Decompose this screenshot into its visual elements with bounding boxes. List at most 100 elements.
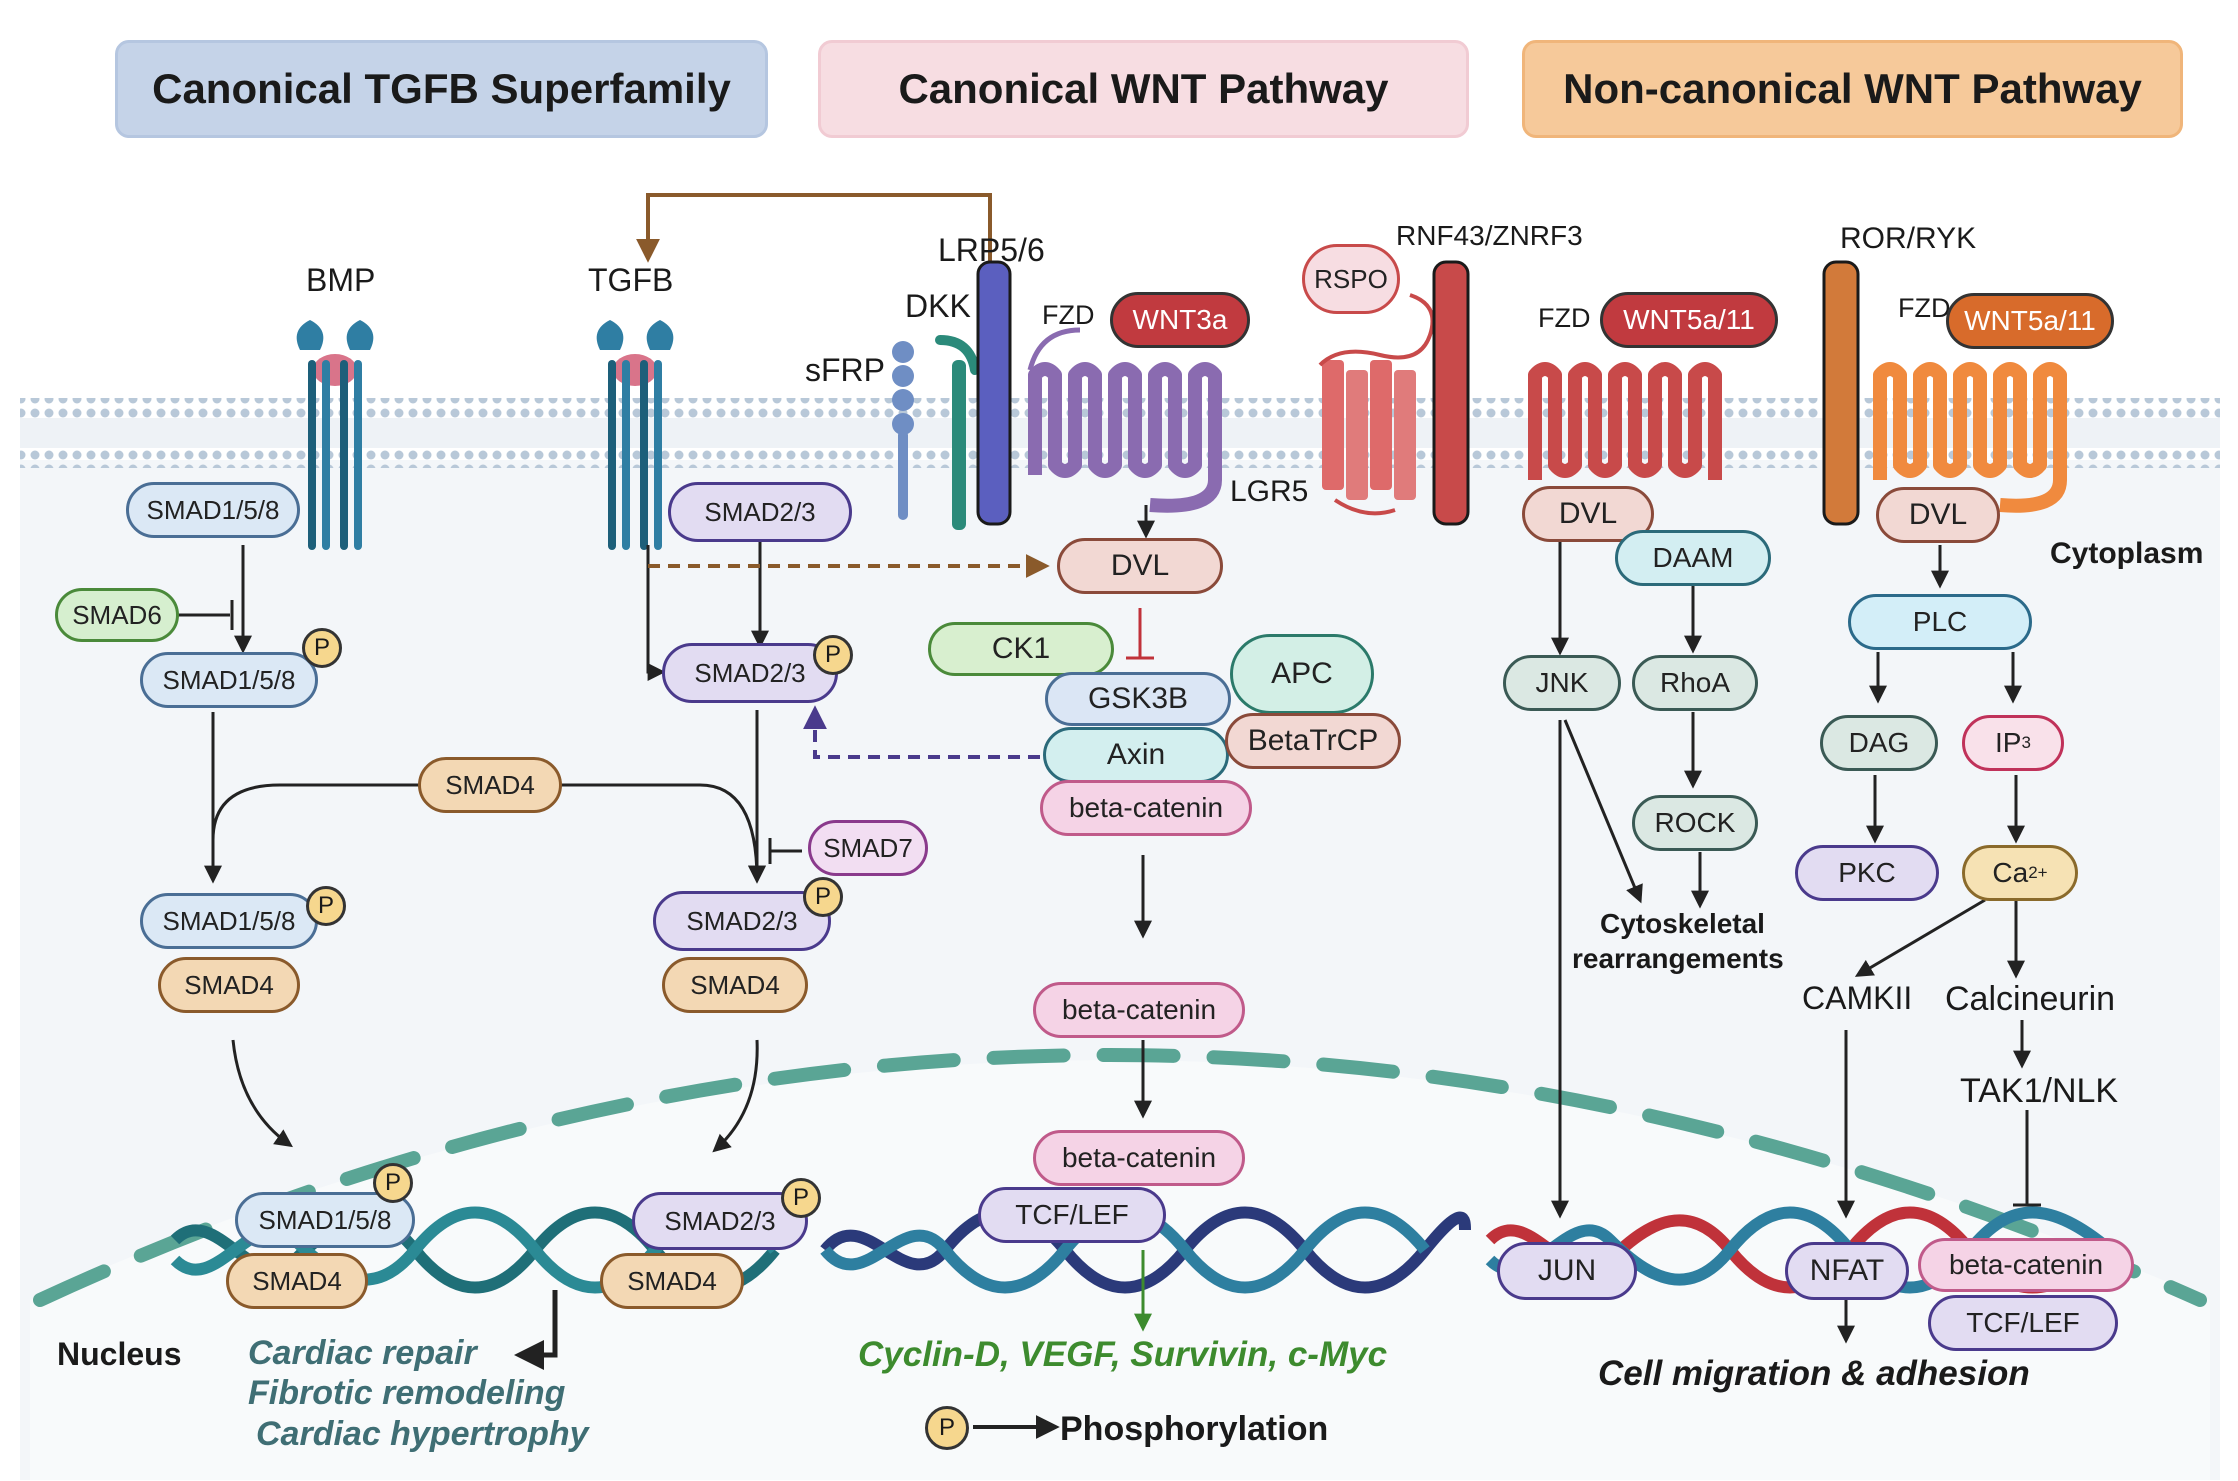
rhoa-node: RhoA xyxy=(1632,655,1758,711)
cyto-label-1: Cytoskeletal xyxy=(1600,908,1765,939)
p-badge-1: P xyxy=(302,628,342,668)
beta-catenin-membrane: beta-catenin xyxy=(1033,982,1245,1038)
smad23-phospho: SMAD2/3 xyxy=(662,643,838,703)
outcome-cardiac-repair: Cardiac repair xyxy=(248,1334,477,1372)
p-badge-6: P xyxy=(781,1178,821,1218)
smad4-complex-left: SMAD4 xyxy=(158,957,300,1013)
legend-p-badge: P xyxy=(925,1406,969,1450)
fzd-noncanonical-2-shape xyxy=(1873,362,2067,513)
ror-receptor-shape xyxy=(1822,260,1860,526)
dvl-canonical: DVL xyxy=(1057,538,1223,594)
daam-node: DAAM xyxy=(1615,530,1771,586)
bmp-receptor-shape xyxy=(296,320,374,550)
beta-catenin-cyto: beta-catenin xyxy=(1040,780,1252,836)
jun-node: JUN xyxy=(1497,1242,1637,1300)
lrp-receptor-shape xyxy=(976,260,1012,526)
ca-text: Ca xyxy=(1992,857,2029,888)
smad4-mid: SMAD4 xyxy=(418,757,562,813)
wnt3a-ligand: WNT3a xyxy=(1110,292,1250,348)
rspo-ligand: RSPO xyxy=(1302,244,1400,314)
rnf43-receptor-shape xyxy=(1432,260,1470,526)
ca-superscript: 2+ xyxy=(2028,863,2048,882)
lrp-label: LRP5/6 xyxy=(938,232,1045,268)
ck1-node: CK1 xyxy=(928,622,1114,676)
camkii-label: CAMKII xyxy=(1802,980,1913,1016)
noncanonical-arrows xyxy=(1551,538,2031,1344)
ip3-subscript: 3 xyxy=(2021,733,2031,752)
nfat-node: NFAT xyxy=(1785,1242,1909,1300)
wnt-arrows xyxy=(1134,505,1155,1119)
fzd-canonical-shape xyxy=(1028,362,1222,513)
nuc-smad23: SMAD2/3 xyxy=(632,1192,808,1250)
target-genes: Cyclin-D, VEGF, Survivin, c-Myc xyxy=(858,1335,1388,1374)
tgfb-receptor-shape xyxy=(596,320,674,550)
tcf-lef-noncanonical: TCF/LEF xyxy=(1928,1295,2118,1351)
dkk-label: DKK xyxy=(905,288,971,324)
dkk-shape xyxy=(935,335,980,530)
axin-smad-dashed-arrow xyxy=(803,705,1040,759)
tak1-inhibition xyxy=(2013,1110,2041,1207)
cyto-label-2: rearrangements xyxy=(1572,943,1784,974)
p-badge-5: P xyxy=(373,1163,413,1203)
cytoplasm-label: Cytoplasm xyxy=(2050,537,2204,570)
rnf43-label: RNF43/ZNRF3 xyxy=(1396,220,1583,251)
plc-node: PLC xyxy=(1848,594,2032,650)
nuclear-envelope xyxy=(33,1048,2207,1307)
wnt5a-ligand-2: WNT5a/11 xyxy=(1946,293,2114,349)
outcome-cardiac-hypertrophy: Cardiac hypertrophy xyxy=(256,1415,589,1453)
beta-catenin-noncanonical: beta-catenin xyxy=(1918,1238,2134,1292)
smad23-complex: SMAD2/3 xyxy=(653,891,831,951)
ip3-text: IP xyxy=(1995,727,2022,758)
nucleus-area xyxy=(30,1060,2210,1480)
header-wnt: Canonical WNT Pathway xyxy=(818,40,1469,138)
dvl-gsk-inhibition xyxy=(1126,608,1154,660)
fzd-canonical-tail xyxy=(1027,327,1081,371)
smad4-complex-right: SMAD4 xyxy=(662,957,808,1013)
smad158-phospho: SMAD1/5/8 xyxy=(140,652,318,708)
beta-catenin-nuclear: beta-catenin xyxy=(1033,1130,1245,1186)
fzd-noncanonical-1-label: FZD xyxy=(1538,303,1591,333)
smad23-top: SMAD2/3 xyxy=(668,482,852,542)
apc-node: APC xyxy=(1230,634,1374,714)
fzd-noncanonical-2-label: FZD xyxy=(1898,293,1951,323)
smad158-complex: SMAD1/5/8 xyxy=(140,893,318,949)
p-badge-3: P xyxy=(813,635,853,675)
lrp-tgfb-feedback-arrow xyxy=(636,193,992,270)
rock-node: ROCK xyxy=(1632,795,1758,851)
sfrp-label: sFRP xyxy=(805,352,885,388)
p-badge-2: P xyxy=(306,886,346,926)
lgr5-shape xyxy=(1318,293,1435,516)
gsk3b-node: GSK3B xyxy=(1045,672,1231,726)
calcineurin-label: Calcineurin xyxy=(1945,980,2116,1018)
header-tgfb: Canonical TGFB Superfamily xyxy=(115,40,768,138)
sfrp-shape xyxy=(892,341,914,520)
bmp-label: BMP xyxy=(306,262,376,298)
smad158-top: SMAD1/5/8 xyxy=(126,482,300,538)
wnt5a-ligand-1: WNT5a/11 xyxy=(1600,292,1778,348)
p-badge-4: P xyxy=(803,877,843,917)
lgr5-label: LGR5 xyxy=(1230,475,1309,508)
header-noncanonical: Non-canonical WNT Pathway xyxy=(1522,40,2183,138)
smad7-node: SMAD7 xyxy=(808,820,928,876)
fzd-canonical-label: FZD xyxy=(1042,300,1095,330)
betatrcp-node: BetaTrCP xyxy=(1225,713,1401,769)
dvl-noncanonical-2: DVL xyxy=(1876,487,2000,543)
tcf-lef-canonical: TCF/LEF xyxy=(978,1187,1166,1243)
nuc-smad158: SMAD1/5/8 xyxy=(235,1192,415,1248)
fzd-noncanonical-1-shape xyxy=(1528,362,1722,480)
dag-node: DAG xyxy=(1820,715,1938,771)
ror-label: ROR/RYK xyxy=(1840,222,1977,255)
axin-node: Axin xyxy=(1043,727,1229,783)
nucleus-label: Nucleus xyxy=(57,1336,182,1372)
tgfb-arrows xyxy=(160,540,802,1370)
dvl-noncanonical-1: DVL xyxy=(1522,486,1654,542)
tgfb-label: TGFB xyxy=(588,262,674,298)
outcome-fibrotic-remodeling: Fibrotic remodeling xyxy=(248,1374,566,1412)
jnk-node: JNK xyxy=(1503,655,1621,711)
legend-phosphorylation: Phosphorylation xyxy=(1060,1410,1329,1448)
tak1-label: TAK1/NLK xyxy=(1960,1072,2119,1110)
pkc-node: PKC xyxy=(1795,845,1939,901)
nuc-smad4-left: SMAD4 xyxy=(226,1253,368,1309)
